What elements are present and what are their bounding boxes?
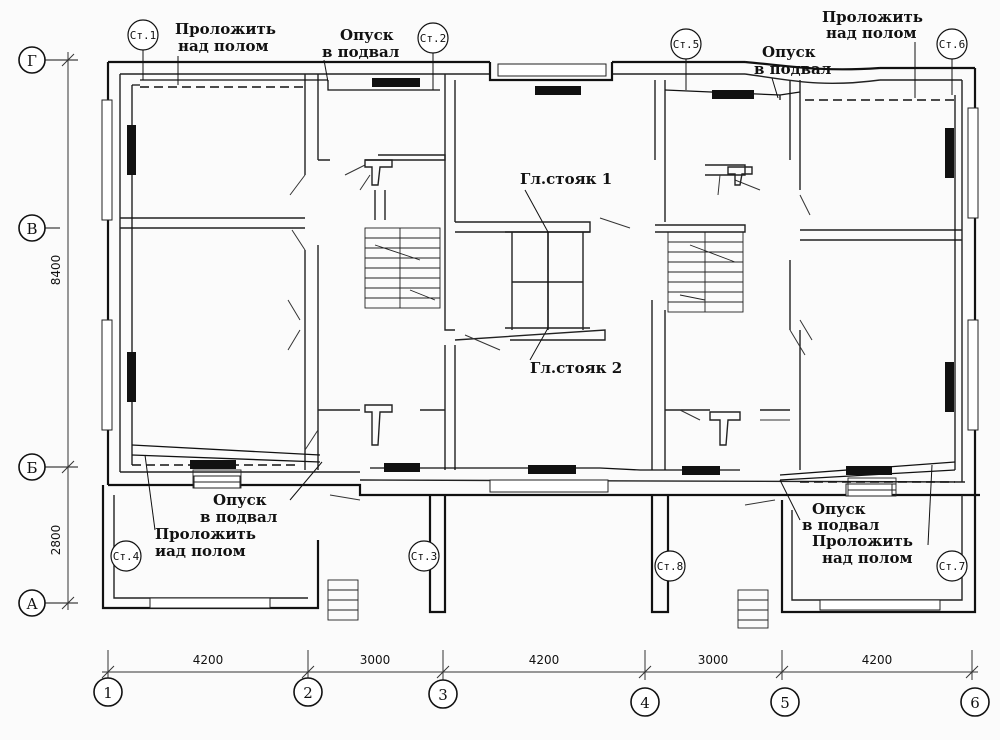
stairs	[192, 227, 897, 629]
radiator	[384, 463, 420, 472]
riser-st4-label: Ст.4	[113, 550, 140, 563]
radiator	[846, 466, 892, 475]
riser-st1	[127, 19, 159, 51]
riser-st7	[936, 550, 968, 582]
note-descend-basement-3: Опуск	[213, 491, 267, 509]
note-descend-basement-4: Опуск	[812, 500, 866, 518]
window-porch-left	[149, 597, 271, 609]
entry-steps-right	[737, 589, 769, 629]
column-axes: 4200 3000 4200 3000 4200 1 2 3 4 5 6	[93, 650, 990, 717]
axis-marker-4	[630, 687, 660, 717]
steps-right-room	[847, 477, 897, 497]
radiator	[127, 352, 136, 402]
riser-st5	[670, 28, 702, 60]
window-bottom-center	[489, 479, 609, 493]
note-descend-basement-3-line2: в подвал	[200, 508, 278, 526]
note-lay-above-floor-2-line2: над полом	[826, 24, 917, 42]
note-lay-above-floor-4-line2: над полом	[822, 549, 913, 567]
axis-label-5: 5	[780, 694, 790, 712]
note-lay-above-floor-3-line2: иад полом	[155, 542, 246, 560]
axis-label-g: Г	[27, 52, 37, 70]
heating-pipes	[131, 79, 956, 483]
axis-label-4: 4	[640, 694, 650, 712]
radiator	[127, 125, 136, 175]
note-descend-basement-1-line2: в подвал	[322, 43, 400, 61]
riser-st7-label: Ст.7	[939, 560, 966, 573]
note-lay-above-floor-1: Проложить	[175, 20, 276, 38]
note-descend-basement-4-line2: в подвал	[802, 516, 880, 534]
radiator	[682, 466, 720, 475]
note-main-riser-2: Гл.стояк 2	[530, 359, 622, 377]
note-descend-basement-1: Опуск	[340, 26, 394, 44]
note-lay-above-floor-3: Проложить	[155, 525, 256, 543]
radiator	[945, 128, 954, 178]
dimension-2800: 2800	[49, 525, 63, 556]
axis-label-3: 3	[438, 686, 448, 704]
radiator	[945, 362, 954, 412]
axis-label-b: Б	[26, 459, 37, 477]
window-right-upper	[967, 107, 979, 219]
riser-st8-label: Ст.8	[657, 560, 684, 573]
axis-marker-2	[293, 677, 323, 707]
radiator	[190, 460, 236, 469]
annotations: Проложить над полом Опуск в подвал Проло…	[144, 8, 933, 567]
radiator	[372, 78, 420, 87]
steps-left-room	[192, 469, 242, 489]
dimension-3000-b: 3000	[698, 653, 729, 667]
riser-st3	[408, 540, 440, 572]
axis-marker-1	[93, 677, 123, 707]
riser-st3-label: Ст.3	[411, 550, 438, 563]
note-lay-above-floor-2: Проложить	[822, 8, 923, 26]
window-porch-right	[819, 599, 941, 611]
axis-marker-6	[960, 687, 990, 717]
note-main-riser-1: Гл.стояк 1	[520, 170, 612, 188]
riser-markers: Ст.1 Ст.2 Ст.3 Ст.4 Ст.5 Ст.6 Ст.7 Ст.8	[110, 19, 968, 582]
axis-label-2: 2	[303, 684, 313, 702]
axis-label-6: 6	[970, 694, 980, 712]
dimension-3000-a: 3000	[360, 653, 391, 667]
radiator	[535, 86, 581, 95]
riser-st4	[110, 540, 142, 572]
note-descend-basement-2-line2: в подвал	[754, 60, 832, 78]
window-left-upper	[101, 99, 113, 221]
riser-st2	[417, 22, 449, 54]
row-axes: Г В Б А 8400 2800	[18, 46, 78, 617]
dimension-8400: 8400	[49, 255, 63, 286]
axis-label-1: 1	[103, 684, 113, 702]
riser-st2-label: Ст.2	[420, 32, 447, 45]
note-descend-basement-2: Опуск	[762, 43, 816, 61]
note-lay-above-floor-4: Проложить	[812, 532, 913, 550]
window-top-center	[497, 63, 607, 77]
radiator	[712, 90, 754, 99]
dimension-4200-b: 4200	[529, 653, 560, 667]
riser-st6-label: Ст.6	[939, 38, 966, 51]
axis-marker-3	[428, 679, 458, 709]
radiator	[528, 465, 576, 474]
riser-st1-label: Ст.1	[130, 29, 157, 42]
riser-st8	[654, 550, 686, 582]
note-lay-above-floor-1-line2: над полом	[178, 37, 269, 55]
window-right-lower	[967, 319, 979, 431]
window-left-lower	[101, 319, 113, 431]
axis-marker-5	[770, 687, 800, 717]
radiators	[127, 78, 954, 475]
dimension-4200-c: 4200	[862, 653, 893, 667]
riser-st5-label: Ст.5	[673, 38, 700, 51]
axis-label-a: А	[26, 595, 38, 613]
dimension-4200-a: 4200	[193, 653, 224, 667]
riser-st6	[936, 28, 968, 60]
axis-label-v: В	[26, 220, 37, 238]
